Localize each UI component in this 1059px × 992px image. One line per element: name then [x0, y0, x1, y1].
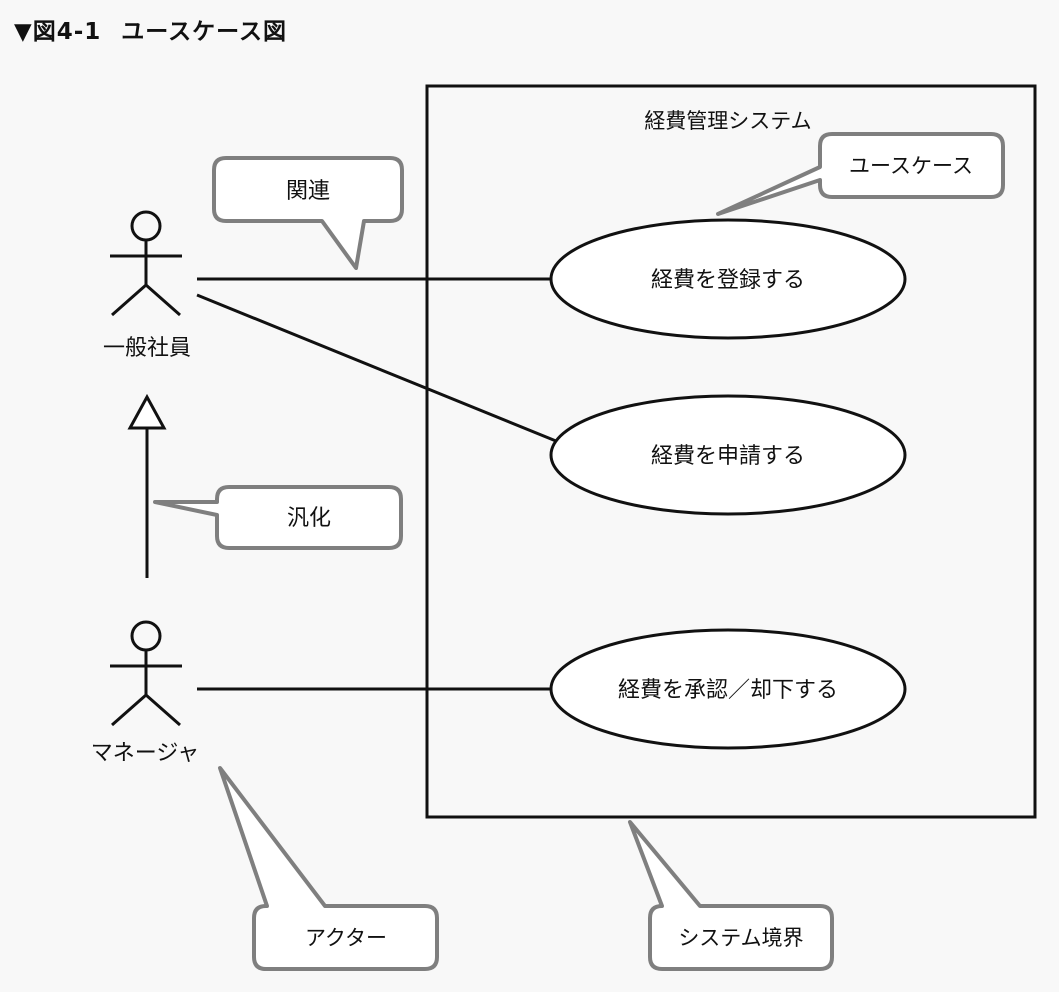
actor-manager	[110, 620, 182, 727]
use-case-register: 経費を登録する	[549, 218, 907, 340]
callout-label: システム境界	[678, 926, 803, 950]
callout-label: ユースケース	[849, 154, 973, 178]
callout-system-boundary: システム境界	[628, 820, 834, 971]
callout-bubble	[212, 156, 404, 270]
callout-label: アクター	[305, 926, 387, 950]
actor-employee-label: 一般社員	[103, 336, 191, 361]
callout-label: 汎化	[287, 506, 331, 531]
use-case-ellipse	[549, 628, 907, 750]
callout-bubble	[628, 820, 834, 971]
actor-head	[130, 210, 162, 242]
actor-head	[130, 620, 162, 652]
callout-generalization: 汎化	[153, 485, 403, 550]
system-name: 経費管理システム	[644, 109, 811, 133]
callout-label: 関連	[286, 179, 330, 204]
actor-employee	[110, 210, 182, 317]
caption-marker: ▼	[14, 19, 33, 45]
use-case-label: 経費を申請する	[651, 444, 805, 469]
callout-actor: アクター	[218, 766, 439, 971]
association-employee-apply	[196, 293, 557, 443]
actor-left-leg	[111, 693, 147, 727]
figure-title: ユースケース図	[121, 19, 287, 45]
use-case-label: 経費を承認／却下する	[618, 678, 838, 703]
actor-right-leg	[145, 693, 181, 727]
callout-use-case: ユースケース	[716, 132, 1005, 216]
actor-right-leg	[145, 283, 181, 317]
figure-caption: ▼図4-1 ユースケース図	[14, 12, 287, 46]
callout-association: 関連	[212, 156, 404, 270]
use-case-label: 経費を登録する	[651, 268, 805, 293]
callout-bubble	[218, 766, 439, 971]
generalization-arrowhead	[127, 393, 167, 430]
use-case-apply: 経費を申請する	[549, 394, 907, 516]
actor-left-leg	[111, 283, 147, 317]
use-case-ellipse	[549, 218, 907, 340]
figure-number: 図4-1	[32, 19, 102, 45]
callout-bubble	[716, 132, 1005, 216]
system-boundary	[425, 84, 1037, 819]
callout-bubble	[153, 485, 403, 550]
actor-manager-label: マネージャ	[91, 741, 199, 766]
use-case-approve: 経費を承認／却下する	[549, 628, 907, 750]
use-case-ellipse	[549, 394, 907, 516]
